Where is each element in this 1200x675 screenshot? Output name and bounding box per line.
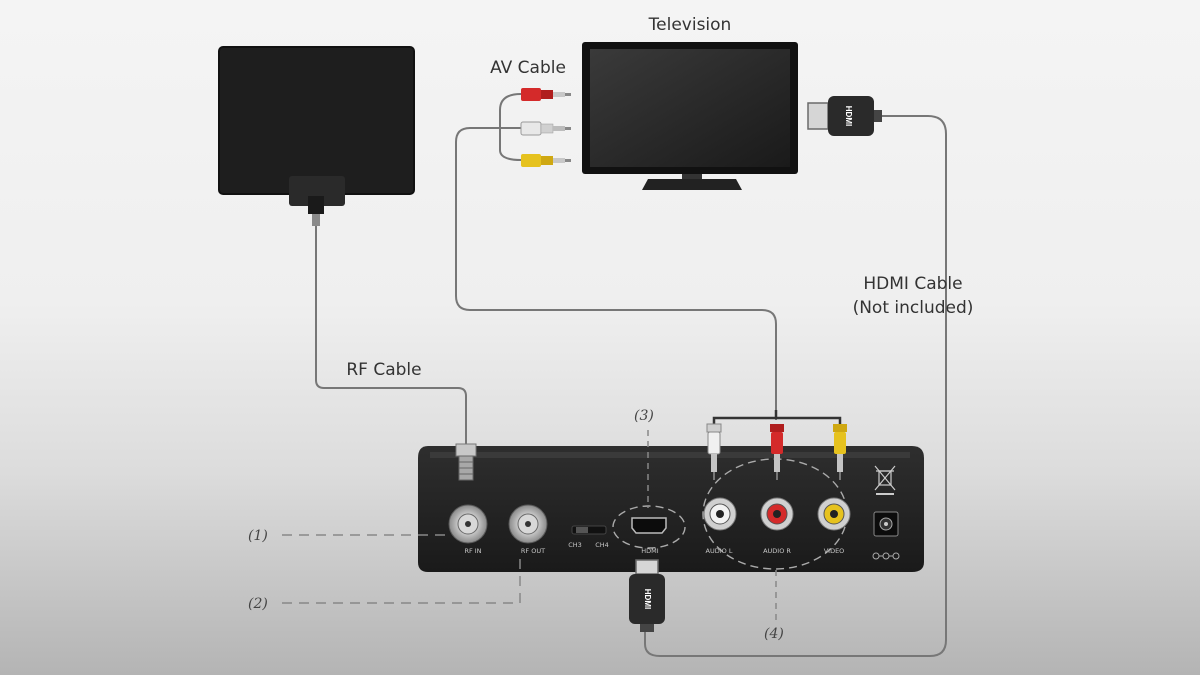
ch4-label: CH4 bbox=[595, 541, 609, 549]
audio-r-label: AUDIO R bbox=[763, 547, 791, 555]
audio-l-label: AUDIO L bbox=[706, 547, 733, 555]
hdmi-cable-note: (Not included) bbox=[853, 298, 974, 318]
hdmi-cable-label: HDMI Cable bbox=[863, 274, 962, 294]
av-cable-label: AV Cable bbox=[490, 58, 566, 78]
rf-coax-plug bbox=[455, 443, 477, 481]
polarity-symbol bbox=[872, 552, 900, 560]
television bbox=[582, 42, 798, 190]
ch3-label: CH3 bbox=[568, 541, 582, 549]
audio-r-port bbox=[760, 497, 794, 531]
red-rca-plug-box bbox=[770, 424, 784, 480]
video-label: VIDEO bbox=[824, 547, 845, 555]
callout-4: (4) bbox=[764, 626, 784, 642]
callout-2-leader bbox=[282, 552, 521, 604]
video-port bbox=[817, 497, 851, 531]
converter-box: RF IN RF OUT CH3 CH4 HDMI AUDIO L bbox=[418, 443, 924, 572]
av-plugs-tv-side bbox=[520, 88, 571, 167]
white-rca-plug bbox=[520, 121, 571, 136]
hdmi-plug-text-tv: HDMI bbox=[844, 106, 853, 126]
av-plug-harness bbox=[499, 93, 522, 161]
hdmi-plug-tv-side: HDMI bbox=[807, 96, 882, 136]
dc-power-jack bbox=[873, 511, 899, 537]
hdmi-port-label: HDMI bbox=[641, 547, 659, 555]
rf-in-port bbox=[448, 504, 488, 544]
rf-in-label: RF IN bbox=[464, 547, 481, 555]
tv-stand bbox=[642, 179, 742, 190]
callout-leaders bbox=[282, 430, 777, 620]
callout-2: (2) bbox=[248, 596, 268, 612]
hdmi-cable bbox=[644, 115, 947, 657]
rca-harness-bar bbox=[712, 410, 842, 424]
box-body bbox=[418, 446, 924, 572]
av-cable bbox=[455, 127, 777, 420]
antenna-panel bbox=[219, 47, 414, 194]
audio-l-port bbox=[703, 497, 737, 531]
yellow-rca-plug-box bbox=[833, 424, 847, 480]
white-rca-plug-box bbox=[706, 423, 722, 480]
rf-cable bbox=[315, 226, 467, 445]
callout-1: (1) bbox=[248, 528, 268, 544]
television-label: Television bbox=[648, 15, 732, 35]
cables bbox=[315, 93, 947, 657]
rf-out-label: RF OUT bbox=[521, 547, 545, 555]
callout-3: (3) bbox=[634, 408, 654, 424]
yellow-rca-plug bbox=[521, 154, 571, 167]
rf-cable-label: RF Cable bbox=[346, 360, 421, 380]
antenna bbox=[218, 46, 415, 226]
rf-out-port bbox=[508, 504, 548, 544]
recycle-bin-icon bbox=[874, 465, 896, 495]
hdmi-plug-text-box: HDMI bbox=[643, 589, 652, 609]
rca-plugs-box-side bbox=[706, 423, 847, 480]
antenna-connector-base bbox=[289, 176, 345, 206]
channel-switch bbox=[571, 525, 607, 535]
hdmi-port bbox=[612, 505, 686, 549]
hdmi-plug-box-side: HDMI bbox=[629, 559, 665, 632]
red-rca-plug bbox=[521, 88, 571, 101]
